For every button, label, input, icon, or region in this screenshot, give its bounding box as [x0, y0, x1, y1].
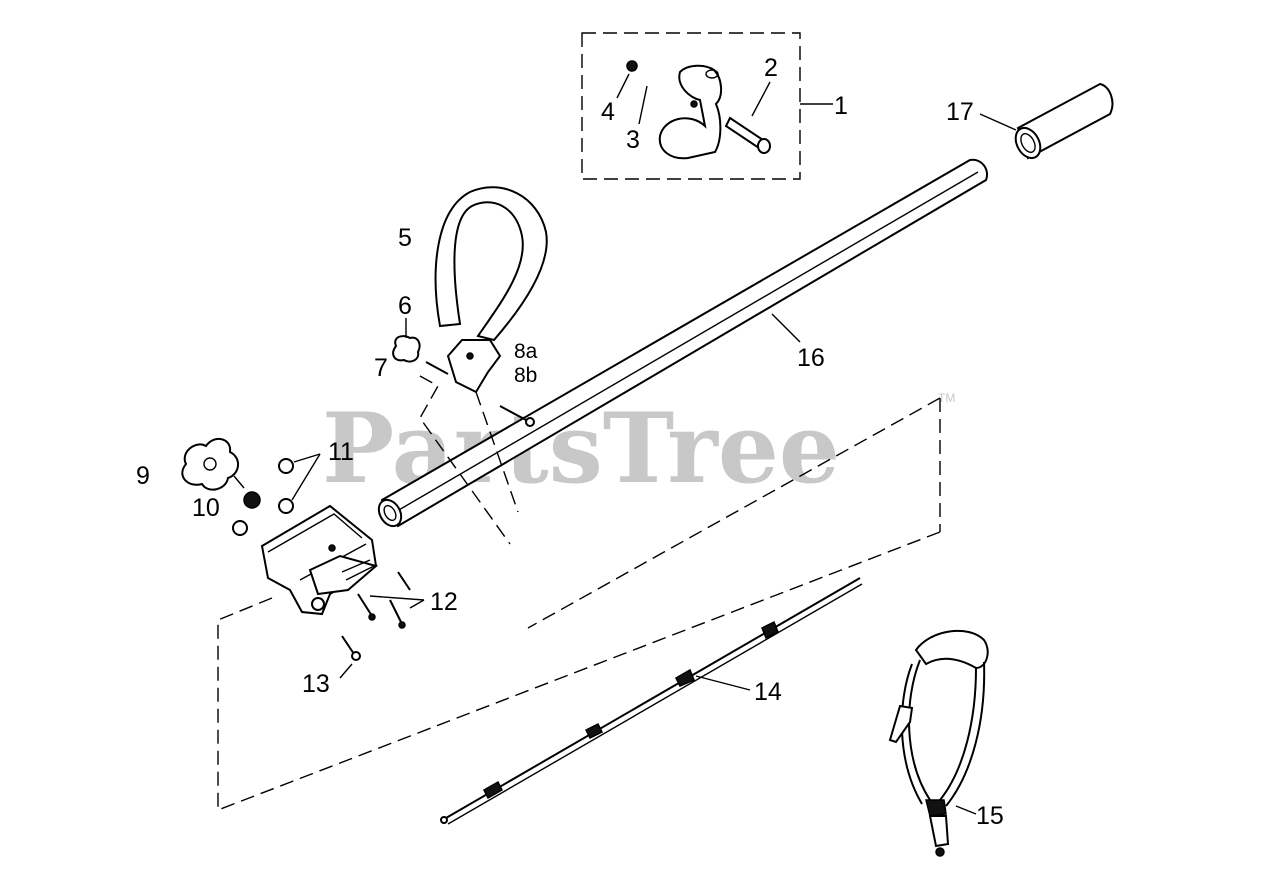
part-2-pin — [724, 116, 771, 154]
part-10-nut — [243, 491, 261, 509]
part-9-knob — [181, 437, 239, 491]
callout-6: 6 — [398, 292, 412, 320]
part-14-drive-shaft — [440, 577, 863, 825]
part-5-loop-handle — [434, 186, 548, 394]
part-12-screws — [357, 571, 411, 629]
part-11-nuts — [232, 458, 294, 536]
callout-7: 7 — [374, 354, 388, 382]
part-4-nut — [626, 60, 638, 72]
callout-14: 14 — [754, 678, 782, 706]
callout-9: 9 — [136, 462, 150, 490]
callout-1: 1 — [834, 92, 848, 120]
callout-8a: 8a — [514, 340, 538, 363]
clamp-assembly — [260, 504, 379, 616]
assembly-1-box — [581, 32, 801, 180]
part-3-bracket — [658, 64, 722, 160]
callout-11: 11 — [328, 438, 354, 466]
callout-4: 4 — [601, 98, 615, 126]
callout-17: 17 — [946, 98, 974, 126]
part-13-screw — [341, 635, 361, 661]
callout-16: 16 — [797, 344, 825, 372]
part-8-screw — [499, 405, 535, 427]
callout-8b: 8b — [514, 364, 537, 387]
part-16-shaft-tube — [377, 158, 988, 528]
callout-10: 10 — [192, 494, 220, 522]
callout-2: 2 — [764, 54, 778, 82]
callout-13: 13 — [302, 670, 330, 698]
part-6-knob — [392, 335, 421, 363]
part-17-sleeve — [1014, 82, 1114, 160]
callout-3: 3 — [626, 126, 640, 154]
part-15-harness — [888, 629, 989, 857]
part-7-bolt — [425, 361, 449, 375]
callout-5: 5 — [398, 224, 412, 252]
callout-15: 15 — [976, 802, 1004, 830]
callout-12: 12 — [430, 588, 458, 616]
watermark-trademark: TM — [938, 391, 955, 405]
